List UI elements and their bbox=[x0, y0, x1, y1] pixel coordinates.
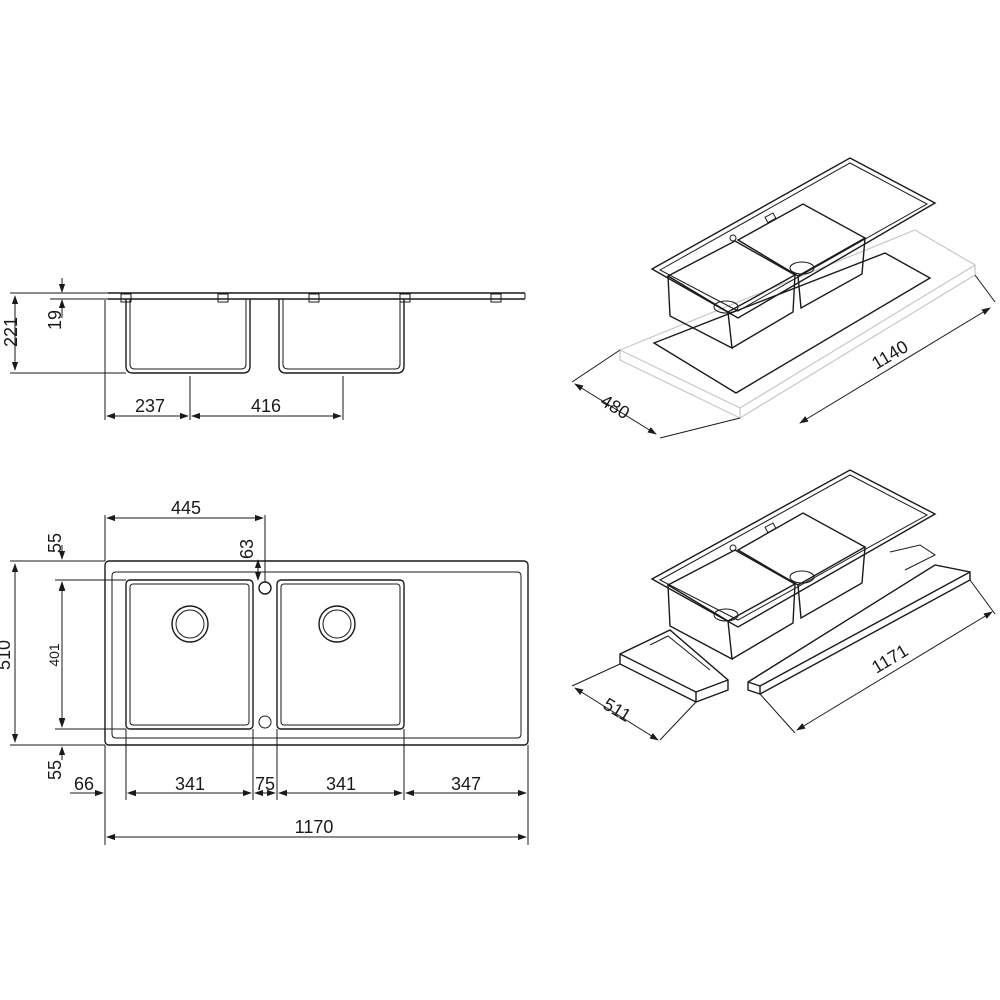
dim-1170: 1170 bbox=[295, 817, 334, 837]
dim-511: 511 bbox=[600, 694, 635, 726]
left-drain-icon bbox=[171, 605, 209, 643]
dim-347: 347 bbox=[451, 774, 481, 794]
dim-341-left: 341 bbox=[175, 774, 205, 794]
countertop-outline bbox=[618, 229, 977, 420]
dim-416: 416 bbox=[251, 396, 281, 416]
dim-75: 75 bbox=[255, 774, 275, 794]
dim-221: 221 bbox=[1, 317, 21, 347]
iso-bottom-right-drain-icon bbox=[789, 570, 815, 584]
right-bowl-profile bbox=[278, 299, 405, 374]
dim-480: 480 bbox=[597, 391, 633, 424]
mounting-clips bbox=[120, 293, 502, 303]
iso-bottom-left-drain-icon bbox=[713, 608, 739, 622]
dim-445: 445 bbox=[171, 498, 201, 518]
dim-66: 66 bbox=[74, 774, 94, 794]
iso-top-left-drain-icon bbox=[713, 300, 739, 314]
right-bowl bbox=[276, 579, 405, 730]
dim-1140: 1140 bbox=[868, 336, 911, 373]
plan-view: 445 63 55 510 401 55 66 341 75 341 347 bbox=[0, 498, 529, 845]
dim-401: 401 bbox=[46, 643, 62, 667]
dim-341-right: 341 bbox=[326, 774, 356, 794]
sink-inner-rim bbox=[111, 571, 522, 739]
dim-55-top: 55 bbox=[45, 533, 65, 553]
dim-1171: 1171 bbox=[868, 640, 911, 677]
left-bowl-profile bbox=[125, 299, 251, 374]
tap-hole-icon bbox=[258, 581, 272, 595]
side-view: 221 19 237 416 bbox=[1, 278, 526, 420]
iso-bottom-view: 511 1171 bbox=[571, 469, 996, 741]
dim-63: 63 bbox=[237, 539, 257, 559]
countertop-cutout bbox=[652, 252, 932, 394]
left-bowl bbox=[125, 579, 254, 730]
iso-top-view: 480 1140 bbox=[571, 157, 996, 439]
dim-55-bottom: 55 bbox=[45, 760, 65, 780]
iso-top-right-drain-icon bbox=[789, 261, 815, 275]
dim-19: 19 bbox=[45, 310, 65, 330]
sink-outline bbox=[104, 560, 529, 746]
overflow-icon bbox=[258, 715, 272, 729]
dim-237: 237 bbox=[135, 396, 165, 416]
dim-510: 510 bbox=[0, 640, 14, 670]
right-drain-icon bbox=[318, 605, 356, 643]
